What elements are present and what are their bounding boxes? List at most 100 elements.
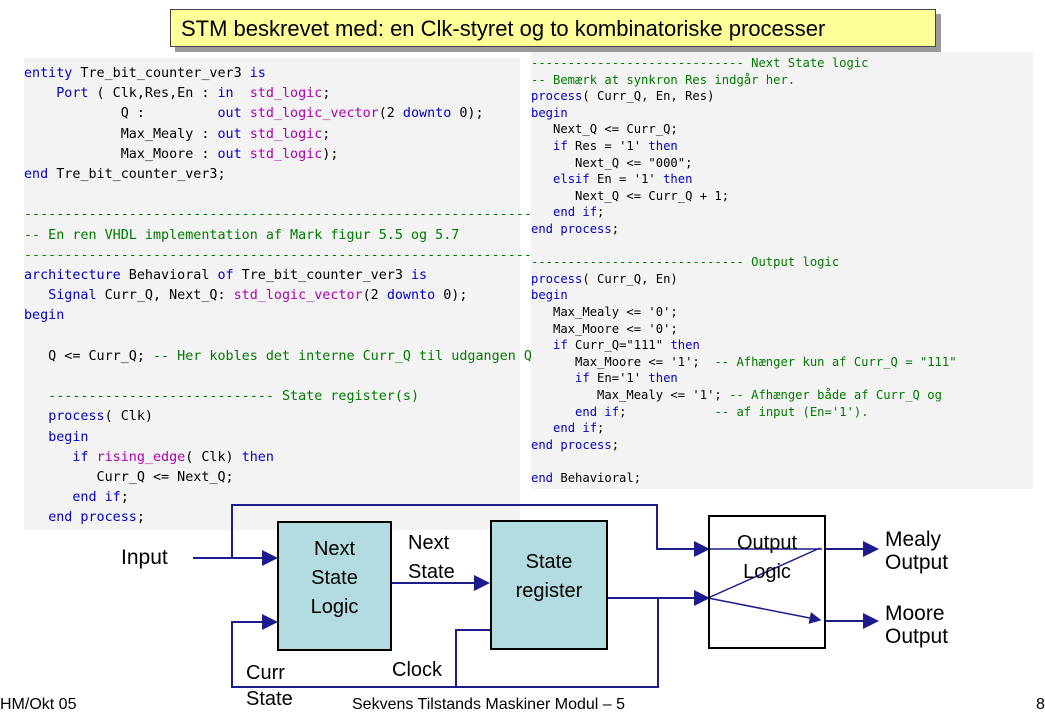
code-token: then [241, 449, 274, 465]
footer-center: Sekvens Tilstands Maskiner Modul – 5 [352, 696, 626, 713]
code-token: (2 [378, 106, 403, 122]
code-line: ----------------------------- Output log… [531, 256, 839, 268]
code-token: ; [322, 126, 331, 142]
code-line: -- En ren VHDL implementation af Mark fi… [24, 228, 459, 242]
code-line: if Res = '1' then [531, 140, 678, 152]
code-token: -- Bemærk at synkron Res indgår her. [531, 72, 796, 87]
code-token: architecture [24, 268, 121, 283]
code-line: -- Bemærk at synkron Res indgår her. [531, 72, 796, 87]
code-token: Signal [48, 288, 97, 304]
code-token: entity [24, 66, 73, 81]
next-state-logic-line-2: State [311, 567, 358, 589]
code-token: Max_Moore : [24, 146, 218, 162]
code-token: ; [611, 222, 620, 236]
next-state-logic-block: Next State Logic [277, 521, 392, 651]
code-token: Curr_Q, Next_Q: [96, 288, 234, 304]
code-line: begin [24, 309, 64, 322]
code-line: Max_Mealy <= '0'; [531, 306, 678, 318]
output-logic-block: Output Logic [708, 515, 826, 649]
code-token: En='1' [589, 371, 649, 386]
output-logic-line-2: Logic [743, 561, 791, 583]
code-token: Next_Q <= Curr_Q; [531, 122, 678, 137]
left-code-panel: entity Tre_bit_counter_ver3 is Port ( Cl… [24, 58, 540, 530]
code-token: Q <= Curr_Q; [24, 348, 153, 364]
curr-state-label: Curr State [246, 660, 293, 712]
code-line: ---------------------------- State regis… [24, 390, 419, 403]
code-token: ----------------------------- Next State… [531, 56, 869, 70]
code-token: -- Afhænger kun af Curr_Q = "111" [714, 354, 957, 369]
code-token: ---------------------------- State regis… [24, 389, 420, 405]
code-token: ; [322, 86, 331, 102]
code-token: std_logic [249, 86, 323, 102]
code-token: 0); [451, 106, 484, 122]
code-token: ( Curr_Q, En, Res) [582, 89, 715, 104]
code-token: Tre_bit_counter_ver3 [233, 268, 411, 283]
code-token: std_logic_vector [233, 288, 363, 304]
code-line: process( Curr_Q, En) [531, 273, 678, 285]
code-line: end Tre_bit_counter_ver3; [24, 168, 226, 181]
code-line: ----------------------------- Next State… [531, 57, 869, 69]
code-token: begin [48, 429, 89, 445]
code-token: 0); [435, 288, 468, 304]
code-token: end if [72, 490, 121, 506]
code-line: end if; -- af input (En='1'). [531, 404, 869, 419]
code-token: Res = '1' [567, 139, 649, 153]
code-token: ; [120, 490, 129, 506]
next-state-logic-line-3: Logic [310, 596, 359, 618]
mealy-output-line-1: Mealy [885, 528, 942, 551]
code-token: ; [597, 421, 605, 436]
code-token: Max_Mealy <= '1'; [531, 388, 730, 402]
code-line: Max_Mealy : out std_logic; [24, 126, 331, 142]
code-line: Next_Q <= Curr_Q; [531, 123, 678, 135]
mealy-output-label: Mealy Output [885, 528, 948, 574]
code-token: ); [322, 146, 339, 162]
code-line: if Curr_Q="111" then [531, 339, 700, 351]
code-token: -- af input (En='1'). [714, 404, 869, 419]
code-token: ( Clk) [104, 409, 153, 425]
mealy-output-line-2: Output [885, 551, 949, 574]
moore-output-label: Moore Output [885, 602, 948, 648]
code-token: then [663, 172, 693, 187]
code-line: end if; [531, 422, 604, 434]
code-token: Behavioral [120, 268, 218, 283]
slide-title: STM beskrevet med: en Clk-styret og to k… [181, 16, 826, 41]
code-token: -- Her kobles det interne Curr_Q til udg… [153, 348, 532, 364]
right-code-panel: ----------------------------- Next State… [531, 52, 1033, 489]
code-line: Max_Moore <= '1'; -- Afhænger kun af Cur… [531, 356, 957, 368]
next-state-label: Next State [408, 529, 455, 587]
code-token: Max_Moore <= '0'; [531, 321, 678, 336]
code-token: end [24, 167, 49, 182]
code-token: if [575, 371, 590, 386]
code-line: architecture Behavioral of Tre_bit_count… [24, 269, 427, 282]
code-token: downto [402, 106, 452, 122]
code-token: ( Clk,Res,En : [88, 86, 218, 102]
code-line: Port ( Clk,Res,En : in std_logic; [24, 87, 330, 100]
code-token: downto [386, 288, 436, 304]
code-token: end [531, 471, 554, 485]
code-token: end if [553, 205, 598, 220]
code-token: end if [575, 404, 620, 419]
code-line: end if; [24, 490, 129, 506]
curr-state-feedback-wire [231, 598, 659, 688]
code-token: Next_Q <= "000"; [531, 155, 693, 170]
next-state-label-line-2: State [408, 561, 455, 583]
code-token: std_logic_vector [249, 106, 379, 122]
code-token: ; [611, 437, 620, 452]
code-token: is [411, 268, 428, 283]
code-line: ----------------------------------------… [24, 249, 540, 262]
clock-label: Clock [392, 659, 443, 681]
code-token: then [648, 139, 678, 153]
code-token: ----------------------------------------… [24, 207, 540, 223]
code-token: if [553, 338, 568, 353]
code-token: begin [531, 105, 568, 120]
output-logic-internal-wires [707, 547, 822, 620]
code-token: of [217, 268, 234, 283]
code-line: end Behavioral; [531, 472, 641, 484]
code-line: Signal Curr_Q, Next_Q: std_logic_vector(… [24, 289, 467, 302]
code-token: std_logic [249, 146, 323, 162]
code-token: Behavioral; [553, 471, 642, 485]
next-state-label-line-1: Next [408, 532, 450, 554]
code-line: end process; [531, 223, 619, 235]
code-line: if rising_edge( Clk) then [24, 451, 274, 464]
code-line: end process; [531, 439, 619, 451]
